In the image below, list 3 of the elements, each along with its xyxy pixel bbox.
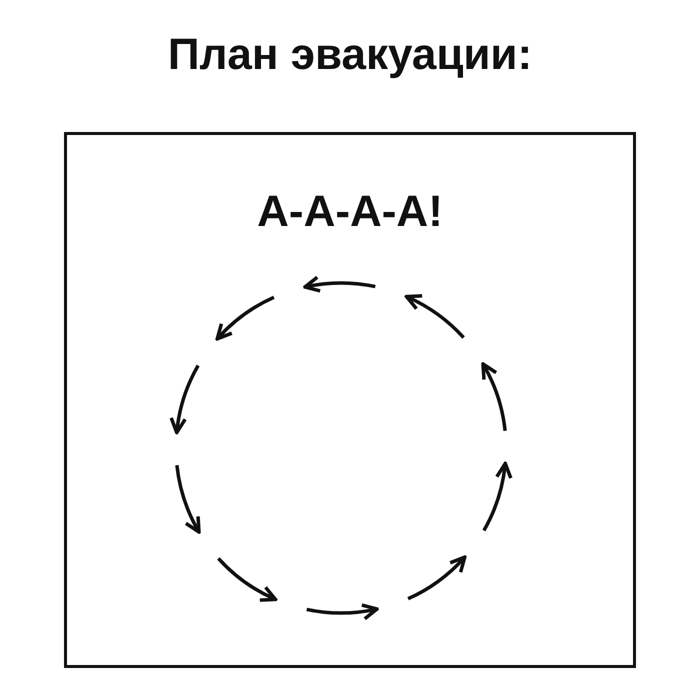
exclamation-text: А-А-А-А! <box>256 187 444 237</box>
title: План эвакуации: <box>166 30 534 80</box>
plan-frame <box>64 132 636 668</box>
